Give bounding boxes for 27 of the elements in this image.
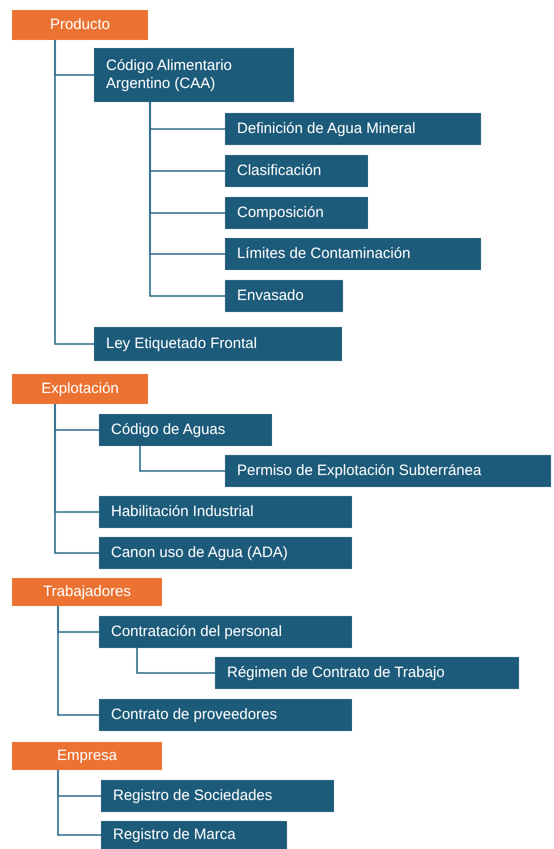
item-box: Permiso de Explotación Subterránea <box>225 455 551 487</box>
item-box: Registro de Marca <box>101 821 287 849</box>
item-box: Canon uso de Agua (ADA) <box>99 537 352 569</box>
item-box: Registro de Sociedades <box>101 780 334 812</box>
connector-line <box>54 40 94 345</box>
item-box: Ley Etiquetado Frontal <box>94 327 342 361</box>
item-box: Envasado <box>225 280 343 312</box>
connector-line <box>57 770 101 836</box>
item-box: Código de Aguas <box>99 414 272 446</box>
connector-line <box>57 606 99 716</box>
connector-line <box>149 102 225 297</box>
connector-line <box>136 648 215 674</box>
item-box: Límites de Contaminación <box>225 238 481 270</box>
category-box: Trabajadores <box>12 578 162 606</box>
item-box: Contratación del personal <box>99 616 352 648</box>
item-box: Habilitación Industrial <box>99 496 352 528</box>
connector-line <box>139 446 225 472</box>
item-box: Código Alimentario Argentino (CAA) <box>94 48 294 102</box>
item-box: Definición de Agua Mineral <box>225 113 481 145</box>
category-box: Empresa <box>12 742 162 770</box>
item-box: Composición <box>225 197 368 229</box>
category-box: Explotación <box>12 374 148 404</box>
category-box: Producto <box>12 10 148 40</box>
item-box: Contrato de proveedores <box>99 699 352 731</box>
item-box: Clasificación <box>225 155 368 187</box>
connector-line <box>54 404 99 554</box>
item-box: Régimen de Contrato de Trabajo <box>215 657 519 689</box>
